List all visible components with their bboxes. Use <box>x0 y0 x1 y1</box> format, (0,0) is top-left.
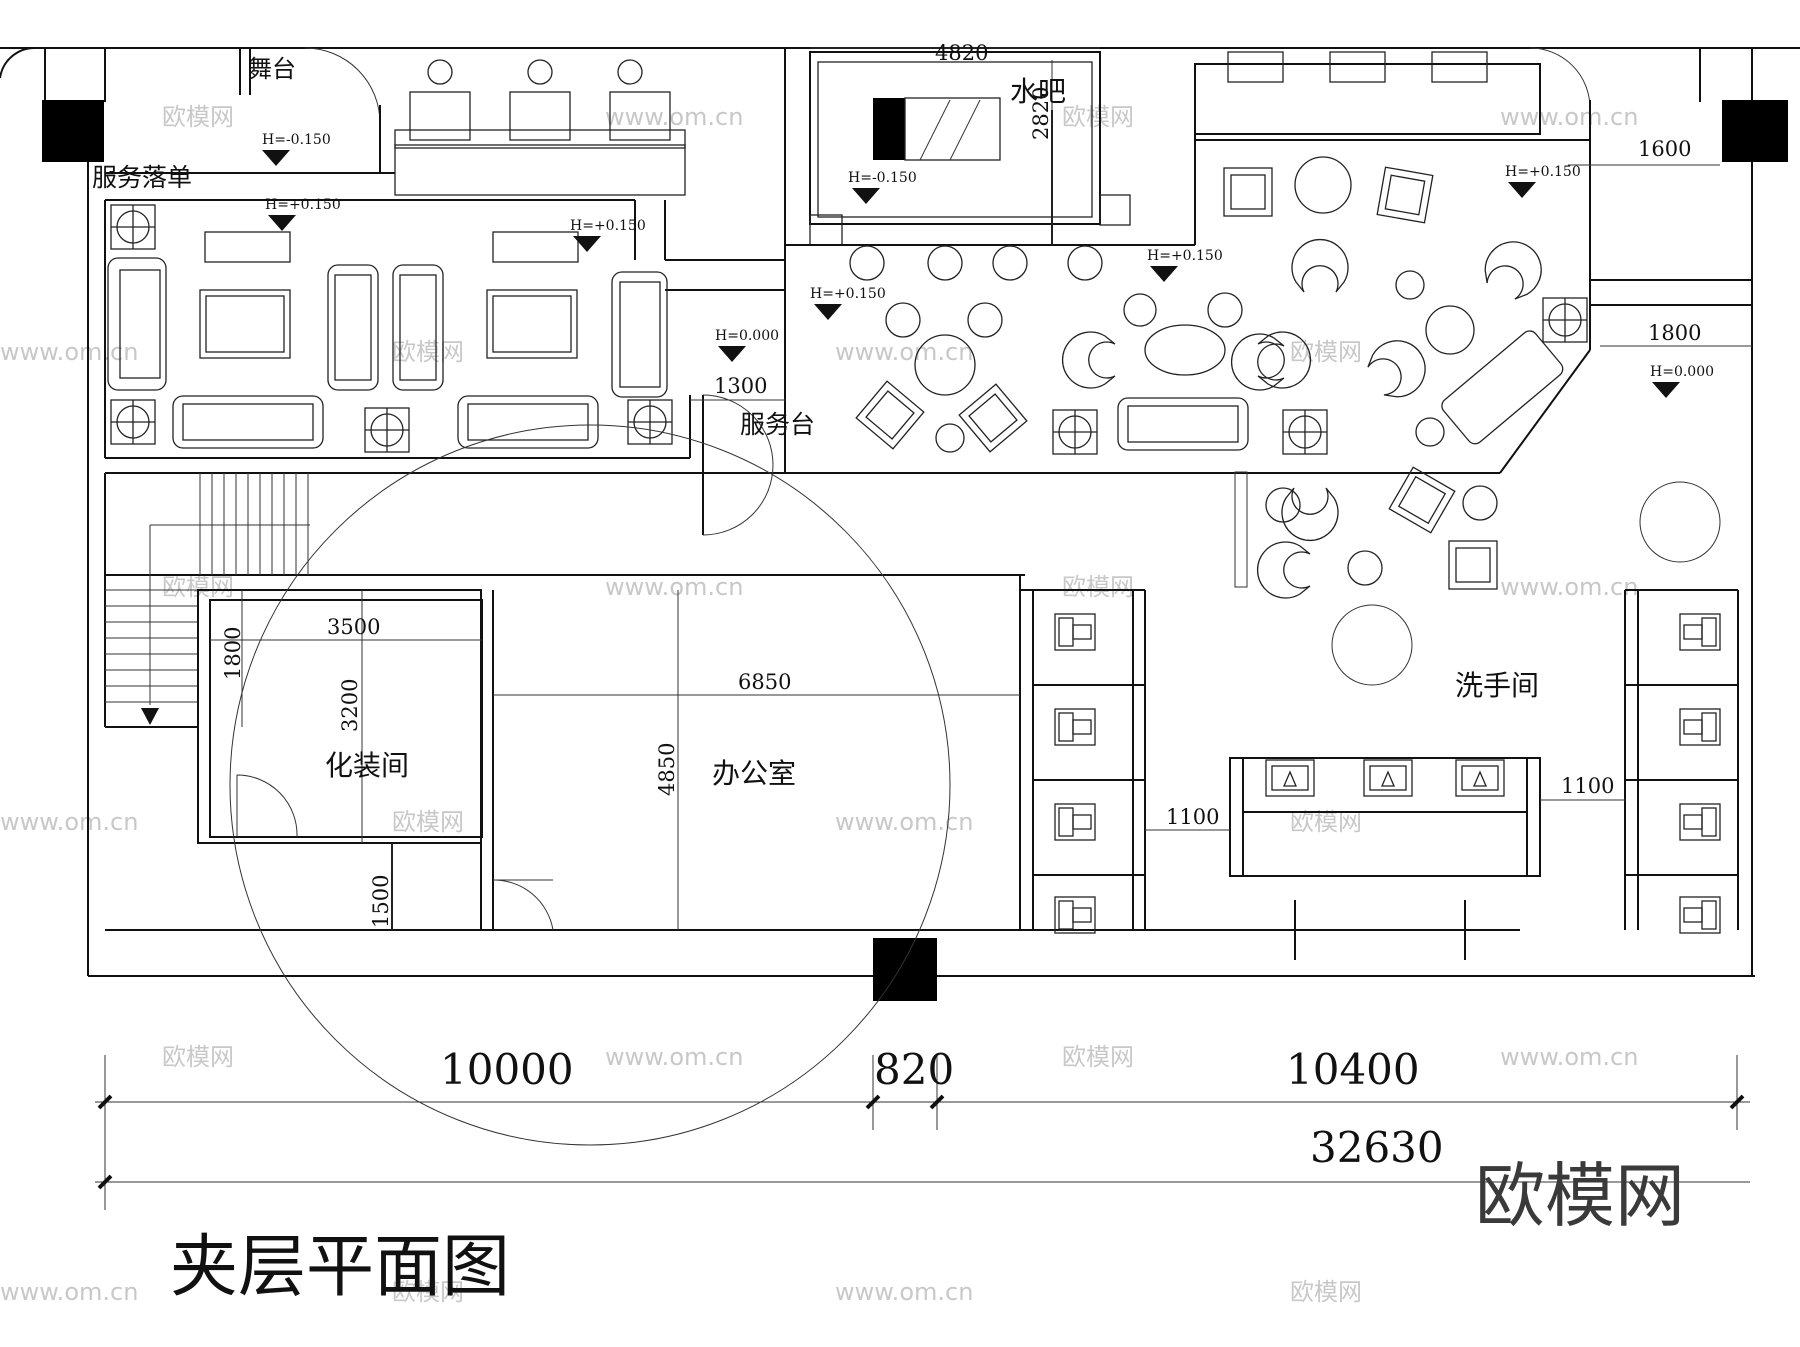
drawing-title: 夹层平面图 <box>170 1228 510 1307</box>
water-bar-area <box>785 51 1195 246</box>
dim-segment-1: 10000 <box>440 1045 574 1094</box>
dim-total: 32630 <box>1310 1123 1444 1172</box>
dim-office-width: 6850 <box>738 670 791 694</box>
column <box>42 100 104 162</box>
dim-bar-height: 2820 <box>1029 87 1053 140</box>
room-label-makeup: 化装间 <box>325 749 409 782</box>
watermark-cn: 欧模网 <box>1290 338 1362 366</box>
watermark-cn: 欧模网 <box>1062 1043 1134 1071</box>
level-marker: H=+0.150 <box>1147 248 1223 264</box>
watermark-url: www.om.cn <box>0 1278 138 1306</box>
watermark-url: www.om.cn <box>605 103 743 131</box>
dim-restroom-b: 1100 <box>1561 774 1614 798</box>
dimension-labels: 4820 2820 1600 1800 1300 3500 1800 3200 … <box>221 41 1701 928</box>
dim-restroom-a: 1100 <box>1166 805 1219 829</box>
level-marker: H=0.000 <box>715 328 779 344</box>
level-marker: H=-0.150 <box>848 170 917 186</box>
watermark-url: www.om.cn <box>1500 103 1638 131</box>
watermark-url: www.om.cn <box>0 338 138 366</box>
restroom-area <box>1020 466 1739 960</box>
dim-makeup-width: 3500 <box>327 615 380 639</box>
watermark-url: www.om.cn <box>1500 1043 1638 1071</box>
level-marker: H=-0.150 <box>262 132 331 148</box>
watermark-url: www.om.cn <box>605 1043 743 1071</box>
room-label-office: 办公室 <box>712 757 796 790</box>
dim-segment-3: 10400 <box>1286 1045 1420 1094</box>
watermark-url: www.om.cn <box>605 573 743 601</box>
level-marker: H=+0.150 <box>1505 164 1581 180</box>
level-marker: H=+0.150 <box>810 286 886 302</box>
overall-dimensions: 10000 820 10400 32630 <box>95 1045 1750 1210</box>
watermark-cn: 欧模网 <box>162 1043 234 1071</box>
watermark-url: www.om.cn <box>835 338 973 366</box>
watermark-cn: 欧模网 <box>162 103 234 131</box>
dim-segment-2: 820 <box>874 1045 954 1094</box>
level-marker: H=+0.150 <box>570 218 646 234</box>
watermark-url: www.om.cn <box>835 1278 973 1306</box>
watermark-url: www.om.cn <box>835 808 973 836</box>
dim-corridor: 1300 <box>714 374 767 398</box>
lower-left-rooms <box>104 394 1520 1146</box>
level-marker: H=+0.150 <box>265 197 341 213</box>
room-label-service-order: 服务落单 <box>92 163 192 192</box>
room-label-restroom: 洗手间 <box>1455 669 1539 702</box>
room-label-service: 服务台 <box>740 410 815 439</box>
watermark-cn: 欧模网 <box>1062 103 1134 131</box>
dim-makeup-height: 3200 <box>338 679 362 732</box>
watermark-url: www.om.cn <box>0 808 138 836</box>
dim-bar-width: 4820 <box>935 41 988 65</box>
dim-right-1: 1600 <box>1638 137 1691 161</box>
dim-office-height: 4850 <box>655 743 679 796</box>
structural-columns <box>42 100 1788 1001</box>
dim-makeup-lower: 1500 <box>369 875 393 928</box>
room-labels: 舞台 服务落单 水吧 服务台 化装间 办公室 洗手间 <box>92 55 1539 790</box>
cafe-seating <box>849 47 1752 474</box>
brand-logo: 欧模网 <box>1475 1155 1685 1237</box>
watermark-cn: 欧模网 <box>392 338 464 366</box>
room-label-stage: 舞台 <box>248 55 296 83</box>
watermark-cn: 欧模网 <box>1062 573 1134 601</box>
watermark-cn: 欧模网 <box>1290 1278 1362 1306</box>
column <box>1722 100 1788 162</box>
dim-right-2: 1800 <box>1648 321 1701 345</box>
level-marker: H=0.000 <box>1650 364 1714 380</box>
level-markers: H=-0.150 H=+0.150 H=+0.150 H=-0.150 H=+0… <box>262 132 1714 398</box>
watermark-url: www.om.cn <box>1500 573 1638 601</box>
room-label-water-bar: 水吧 <box>1010 75 1066 108</box>
watermark-cn: 欧模网 <box>392 808 464 836</box>
interior-dimensions <box>210 47 1752 930</box>
watermark-layer: 欧模网 www.om.cn 欧模网 www.om.cn www.om.cn 欧模… <box>0 103 1638 1306</box>
column <box>873 938 937 1001</box>
lounge-area <box>104 47 1500 474</box>
dim-makeup-small: 1800 <box>221 627 245 680</box>
watermark-cn: 欧模网 <box>392 1278 464 1306</box>
